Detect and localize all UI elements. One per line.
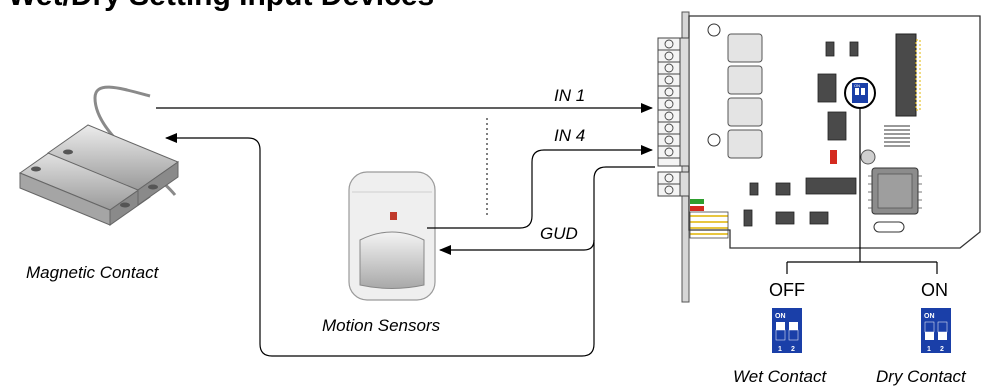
callout-lines	[786, 108, 938, 274]
magnetic-contact-image	[18, 85, 180, 226]
dip-switch-off	[772, 308, 802, 353]
wire-in4	[427, 145, 653, 229]
motion-sensor-image	[348, 171, 436, 301]
dip-on-num2: 2	[940, 346, 944, 353]
magnetic-contact-label: Magnetic Contact	[26, 263, 160, 282]
wet-contact-label: Wet Contact	[733, 367, 828, 386]
dip-on-num1: 1	[927, 346, 931, 353]
dip-off-num2: 2	[791, 346, 795, 353]
diagram-title: Wet/Dry Setting Input Devices	[8, 0, 434, 12]
on-label: ON	[921, 280, 948, 300]
gud-label: GUD	[540, 224, 578, 243]
wire-gud	[439, 166, 655, 255]
motion-sensors-label: Motion Sensors	[322, 316, 441, 335]
dry-contact-label: Dry Contact	[876, 367, 967, 386]
dip-off-num1: 1	[778, 346, 782, 353]
dip-switch-on	[921, 308, 951, 353]
dip-on-on-text: ON	[924, 313, 935, 320]
board-dip-on-text: ON	[854, 83, 860, 88]
off-label: OFF	[769, 280, 805, 300]
io-board-image	[657, 11, 981, 303]
wire-return-loop	[165, 133, 595, 357]
dip-off-on-text: ON	[775, 313, 786, 320]
in4-label: IN 4	[554, 126, 585, 145]
in1-label: IN 1	[554, 86, 585, 105]
